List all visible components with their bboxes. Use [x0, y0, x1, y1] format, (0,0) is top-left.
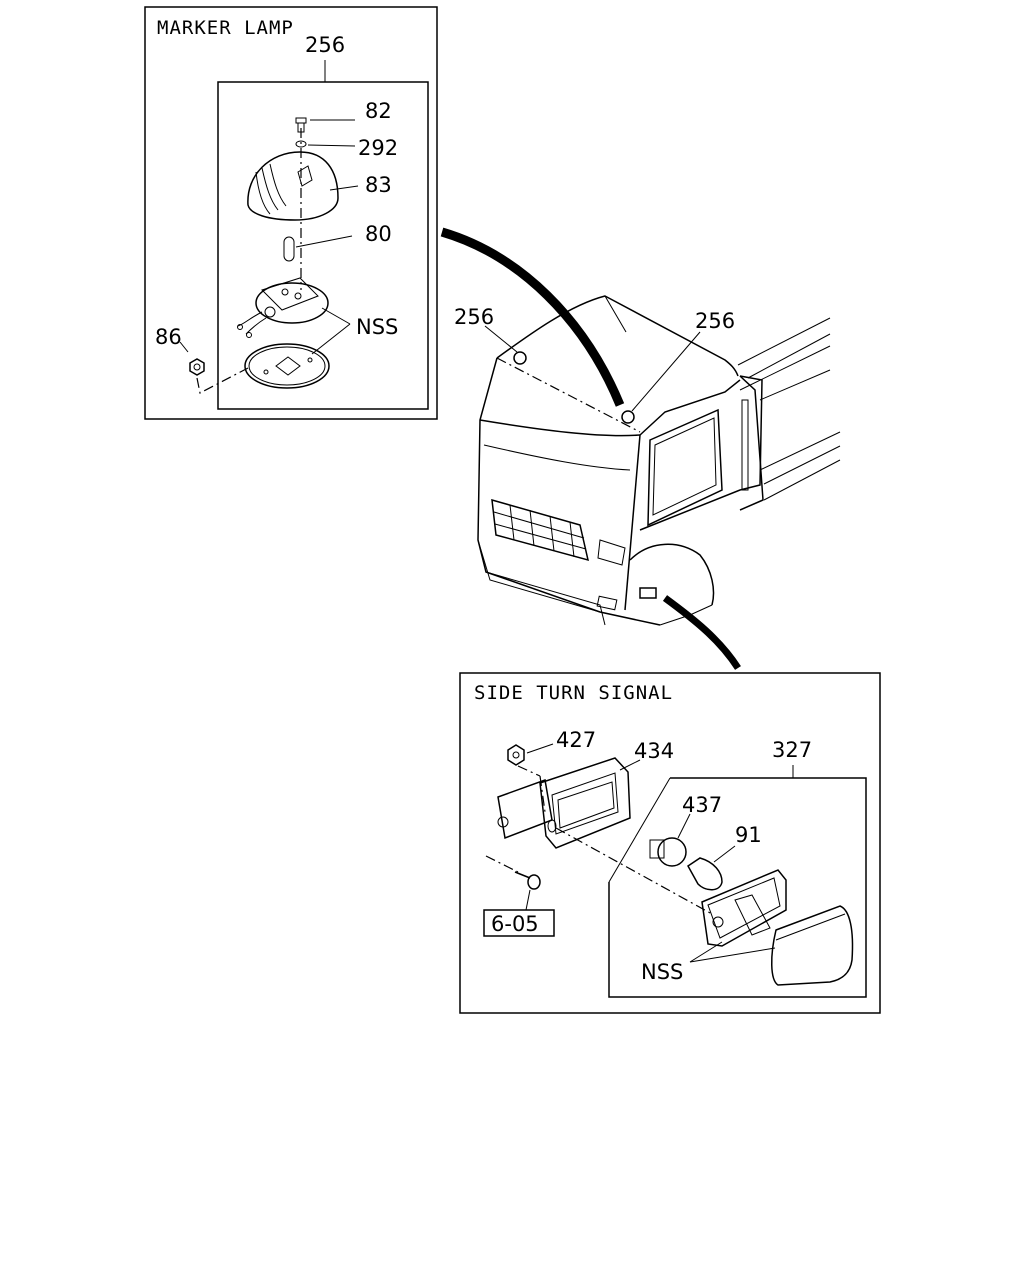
marker-lamp-frame — [144, 6, 438, 420]
label-82: 82 — [365, 99, 392, 123]
nut-86: 86 — [155, 325, 249, 394]
marker-lamp-title: MARKER LAMP — [157, 17, 294, 39]
ref-box-6-05 — [483, 909, 555, 937]
truck-door-window — [647, 408, 723, 527]
label-327: 327 — [772, 738, 812, 762]
label-256-right: 256 — [695, 309, 735, 333]
side-turn-signal-frame — [459, 672, 881, 1014]
truck-illustration: 256 256 — [454, 295, 841, 626]
bulb-80: 80 — [283, 222, 392, 262]
label-427: 427 — [556, 728, 596, 752]
marker-lamp-assembly-ref: 256 — [305, 33, 345, 57]
screw-6-05: 6-05 — [483, 855, 555, 937]
truck-marker-lamp-left — [513, 351, 527, 365]
label-nss-turn: NSS — [641, 960, 683, 984]
bracket-434: 434 — [497, 739, 674, 849]
label-292: 292 — [358, 136, 398, 160]
marker-callout-arc — [440, 227, 625, 407]
assembly-327-frame — [608, 777, 867, 998]
assembly-axis — [555, 827, 713, 915]
label-6-05: 6-05 — [491, 912, 539, 936]
turn-signal-callout-arc — [662, 595, 741, 670]
lamp-base-nss — [237, 277, 329, 338]
truck-roof — [496, 295, 739, 377]
socket-437: 437 — [649, 793, 722, 867]
lens-dome-83: 83 — [247, 151, 392, 221]
label-434: 434 — [634, 739, 674, 763]
turn-lamp-lens — [771, 905, 854, 986]
turn-lamp-housing — [701, 869, 787, 947]
truck-grille — [491, 498, 590, 562]
side-turn-signal-panel: SIDE TURN SIGNAL 427 434 — [459, 672, 881, 1014]
gasket-plate — [244, 343, 330, 389]
label-80: 80 — [365, 222, 392, 246]
label-83: 83 — [365, 173, 392, 197]
label-nss-marker: NSS — [356, 315, 398, 339]
bulb-91: 91 — [687, 823, 762, 891]
label-91: 91 — [735, 823, 762, 847]
truck-side-turn-signal — [639, 587, 657, 599]
marker-lamp-panel: MARKER LAMP 256 82 292 83 — [144, 6, 438, 420]
label-256-left: 256 — [454, 305, 494, 329]
washer-292: 292 — [295, 136, 398, 160]
truck-front — [477, 357, 661, 626]
truck-marker-lamp-right — [621, 410, 635, 424]
marker-lamp-inner-frame — [217, 81, 429, 410]
label-86: 86 — [155, 325, 182, 349]
screw-82: 82 — [295, 99, 392, 133]
side-turn-signal-title: SIDE TURN SIGNAL — [474, 682, 673, 704]
label-437: 437 — [682, 793, 722, 817]
